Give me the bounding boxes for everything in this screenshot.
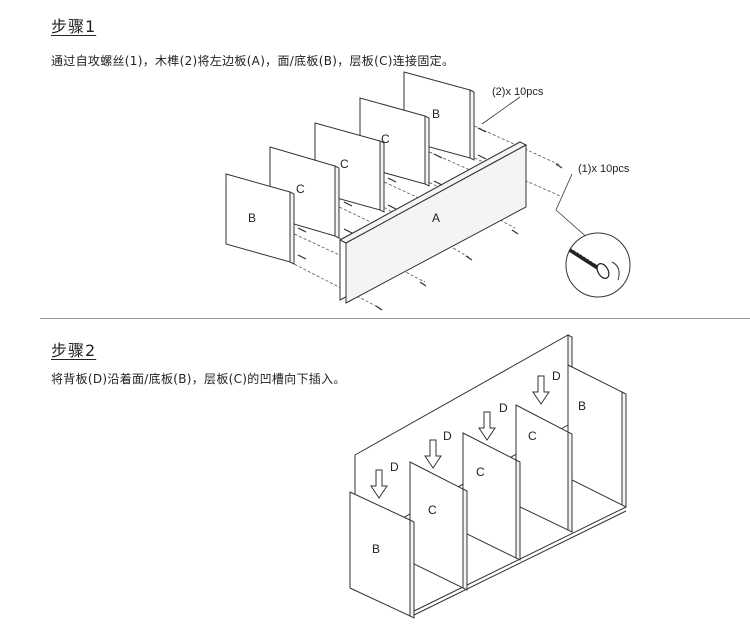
shelf-c-2-label: C: [476, 465, 485, 479]
screw-markers: [375, 163, 563, 311]
dowel-callout: (2)x 10pcs: [481, 86, 544, 125]
dowel-markers: [297, 127, 487, 260]
panel-c-1-label: C: [296, 182, 305, 196]
down-arrow-icon: [370, 469, 388, 499]
insert-arrows: [370, 375, 550, 499]
panel-b-bottom-label: B: [248, 211, 256, 225]
panel-b-top-label: B: [432, 107, 440, 121]
front-panel-b-label: B: [372, 542, 380, 556]
shelf-c-3-label: C: [528, 429, 537, 443]
panel-d-label: D: [443, 429, 452, 443]
panel-c-2-label: C: [340, 157, 349, 171]
back-panel-d-labels: D D D D: [390, 369, 561, 474]
step1-assembly-diagram: B C C C B A: [225, 71, 631, 311]
section-divider: [40, 318, 750, 319]
panel-a-label: A: [432, 211, 440, 225]
shelf-c-2: C: [462, 432, 521, 561]
dowel-callout-text: (2)x 10pcs: [492, 86, 544, 98]
front-panel-b: B: [349, 491, 415, 619]
panel-b-bottom: B: [225, 173, 295, 265]
step2-title: 步骤2: [51, 341, 97, 360]
step1-title: 步骤1: [51, 17, 97, 36]
panel-a: A: [338, 141, 528, 304]
shelf-c-1-label: C: [428, 503, 437, 517]
down-arrow-icon: [532, 375, 550, 405]
panel-d-label: D: [390, 460, 399, 474]
side-panel-b-right-label: B: [578, 399, 586, 413]
step2-description: 将背板(D)沿着面/底板(B)，层板(C)的凹槽向下插入。: [51, 372, 346, 386]
shelf-c-1: C: [409, 461, 468, 591]
down-arrow-icon: [478, 411, 496, 441]
down-arrow-icon: [424, 439, 442, 469]
panel-d-label: D: [499, 401, 508, 415]
panel-d-label: D: [552, 369, 561, 383]
panel-c-3-label: C: [381, 132, 390, 146]
screw-callout-text: (1)x 10pcs: [578, 163, 630, 175]
step1-description: 通过自攻螺丝(1)，木榫(2)将左边板(A)，面/底板(B)，层板(C)连接固定…: [51, 54, 455, 68]
screw-detail-magnifier: [555, 209, 631, 298]
screw-callout: (1)x 10pcs: [555, 163, 630, 211]
side-panel-b-right: B: [567, 364, 627, 508]
